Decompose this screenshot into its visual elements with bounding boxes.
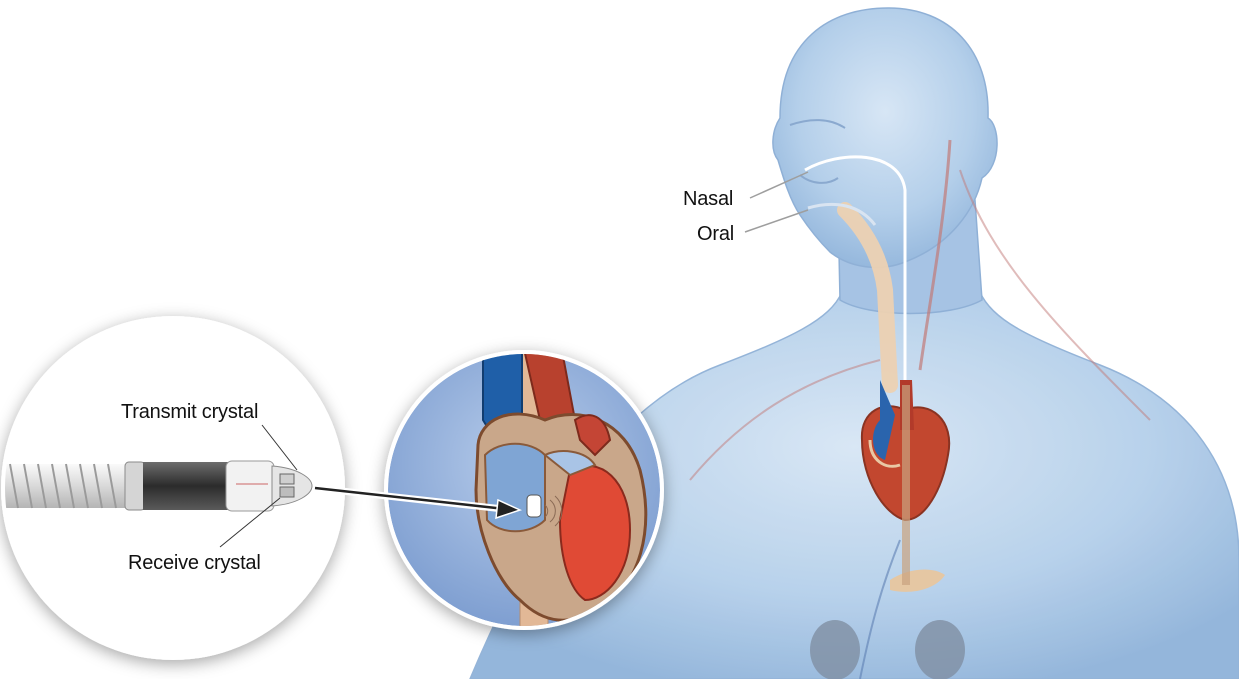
oral-label: Oral (697, 223, 734, 246)
receive-crystal-label: Receive crystal (128, 552, 261, 575)
transmit-crystal-label: Transmit crystal (121, 401, 258, 424)
nasal-label: Nasal (683, 188, 733, 211)
oral-leader-line (745, 210, 808, 232)
